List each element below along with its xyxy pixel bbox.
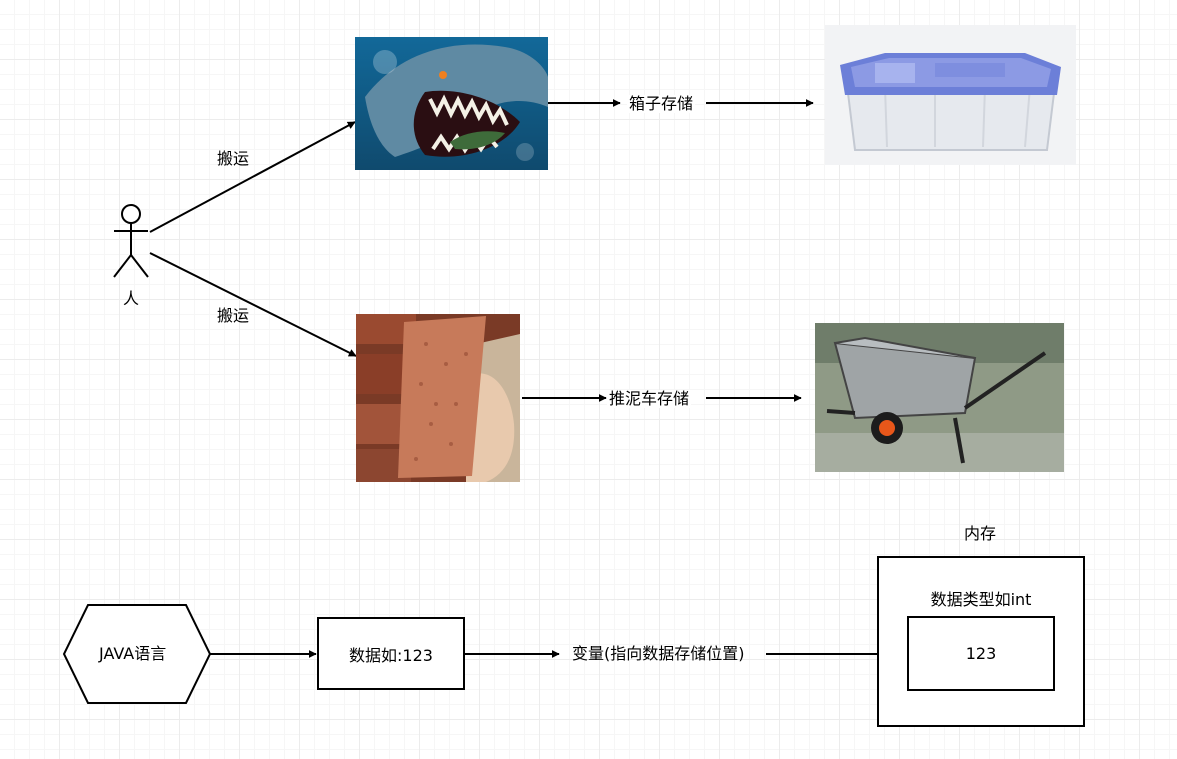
brick-image bbox=[356, 314, 520, 482]
data-box: 数据如:123 bbox=[317, 617, 465, 690]
storage-box-image bbox=[825, 25, 1076, 165]
person-icon bbox=[113, 204, 149, 278]
variable-label: 变量(指向数据存储位置) bbox=[572, 644, 745, 663]
person-label: 人 bbox=[123, 289, 140, 308]
storage-box-icon bbox=[825, 25, 1076, 165]
shark-image bbox=[355, 37, 548, 170]
memory-title: 内存 bbox=[964, 524, 997, 543]
value-box-label: 123 bbox=[965, 644, 997, 663]
value-box: 123 bbox=[907, 616, 1055, 691]
java-language-label: JAVA语言 bbox=[99, 644, 167, 663]
java-hexagon bbox=[62, 604, 212, 704]
memory-type-label: 数据类型如int bbox=[930, 590, 1032, 609]
edge-person-brick bbox=[149, 252, 357, 357]
edge-label-cart-storage: 推泥车存储 bbox=[607, 389, 692, 408]
wheelbarrow-icon bbox=[815, 323, 1064, 472]
data-box-label: 数据如:123 bbox=[349, 645, 433, 665]
edge-label-carry-bottom: 搬运 bbox=[217, 306, 250, 325]
edge-person-shark bbox=[149, 121, 356, 233]
edge-label-carry-top: 搬运 bbox=[217, 149, 250, 168]
shark-icon bbox=[355, 37, 548, 170]
edge-label-box-storage: 箱子存储 bbox=[627, 94, 696, 113]
wheelbarrow-image bbox=[815, 323, 1064, 472]
brick-icon bbox=[356, 314, 520, 482]
